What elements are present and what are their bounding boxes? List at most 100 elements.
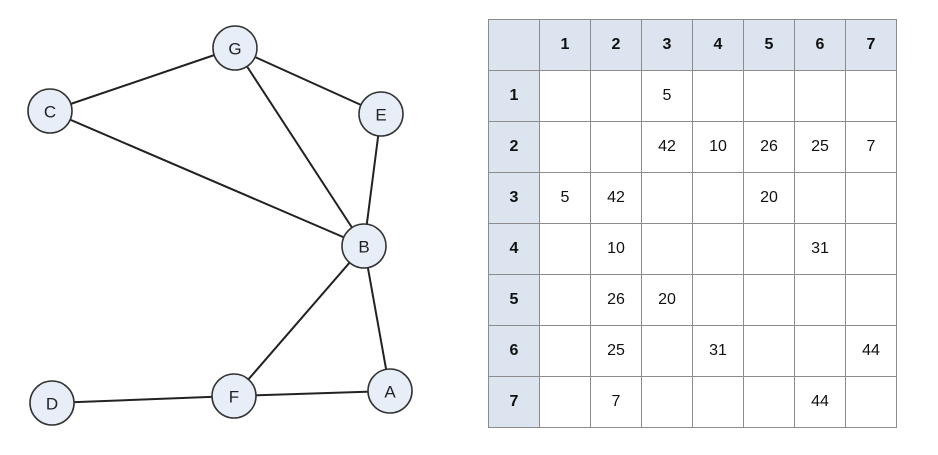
node-a: A [367, 368, 413, 414]
matrix-cell [743, 376, 795, 428]
matrix-cell [641, 223, 693, 275]
matrix-cell [692, 172, 744, 224]
matrix-cell [539, 223, 591, 275]
row-header-6: 6 [488, 325, 540, 377]
matrix-cell: 10 [590, 223, 642, 275]
edge-g-b [234, 47, 365, 247]
matrix-cell: 26 [743, 121, 795, 173]
matrix-cell [794, 172, 846, 224]
column-header-2: 2 [590, 19, 642, 71]
node-label: B [358, 238, 369, 257]
matrix-cell [845, 376, 897, 428]
matrix-cell: 44 [794, 376, 846, 428]
matrix-cell [743, 70, 795, 122]
matrix-cell [692, 376, 744, 428]
matrix-cell [794, 274, 846, 326]
matrix-cell: 25 [794, 121, 846, 173]
matrix-cell: 42 [590, 172, 642, 224]
edge-d-f [51, 395, 235, 404]
graph-nodes: G C E B D F A [27, 25, 413, 426]
matrix-cell [539, 376, 591, 428]
matrix-cell: 31 [692, 325, 744, 377]
matrix-cell: 26 [590, 274, 642, 326]
matrix-cell [539, 325, 591, 377]
matrix-cell [590, 70, 642, 122]
matrix-cell: 20 [743, 172, 795, 224]
node-circle [29, 380, 75, 426]
graph-edges [49, 47, 391, 404]
matrix-corner [488, 19, 540, 71]
node-circle [367, 368, 413, 414]
column-header-7: 7 [845, 19, 897, 71]
matrix-cell [692, 223, 744, 275]
matrix-cell [845, 274, 897, 326]
matrix-cell [794, 325, 846, 377]
matrix-cell [590, 121, 642, 173]
column-header-1: 1 [539, 19, 591, 71]
matrix-cell [641, 376, 693, 428]
node-c: C [27, 88, 73, 134]
node-label: F [229, 388, 239, 407]
matrix-cell: 5 [539, 172, 591, 224]
node-circle [27, 88, 73, 134]
matrix-cell: 10 [692, 121, 744, 173]
edge-c-g [49, 47, 236, 112]
matrix-cell [845, 70, 897, 122]
row-header-2: 2 [488, 121, 540, 173]
matrix-cell: 44 [845, 325, 897, 377]
column-header-4: 4 [692, 19, 744, 71]
node-b: B [341, 223, 387, 269]
edge-b-a [363, 245, 391, 392]
node-circle [212, 25, 258, 71]
matrix-cell: 5 [641, 70, 693, 122]
network-graph: G C E B D F A [27, 25, 413, 426]
node-label: E [375, 106, 386, 125]
matrix-cell [539, 121, 591, 173]
node-circle [341, 223, 387, 269]
matrix-cell [641, 172, 693, 224]
matrix-row: 6 25 31 44 [488, 325, 897, 377]
node-circle [211, 373, 257, 419]
edge-c-b [49, 110, 365, 247]
matrix-cell [641, 325, 693, 377]
column-header-5: 5 [743, 19, 795, 71]
matrix-cell: 7 [845, 121, 897, 173]
matrix-cell [743, 223, 795, 275]
matrix-cell: 25 [590, 325, 642, 377]
matrix-cell [539, 274, 591, 326]
node-circle [358, 91, 404, 137]
node-g: G [212, 25, 258, 71]
node-label: C [44, 103, 56, 122]
matrix-cell [539, 70, 591, 122]
node-f: F [211, 373, 257, 419]
row-header-3: 3 [488, 172, 540, 224]
node-d: D [29, 380, 75, 426]
column-header-6: 6 [794, 19, 846, 71]
row-header-4: 4 [488, 223, 540, 275]
row-header-5: 5 [488, 274, 540, 326]
matrix-cell: 7 [590, 376, 642, 428]
matrix-cell: 42 [641, 121, 693, 173]
node-e: E [358, 91, 404, 137]
column-header-3: 3 [641, 19, 693, 71]
node-label: A [384, 383, 396, 402]
node-label: D [46, 395, 58, 414]
edge-g-e [234, 47, 382, 115]
matrix-cell [845, 223, 897, 275]
matrix-cell [845, 172, 897, 224]
row-header-7: 7 [488, 376, 540, 428]
edge-f-a [233, 390, 391, 397]
edge-b-f [233, 245, 365, 397]
node-label: G [228, 40, 241, 59]
matrix-cell [692, 274, 744, 326]
matrix-cell [794, 70, 846, 122]
matrix-cell [692, 70, 744, 122]
